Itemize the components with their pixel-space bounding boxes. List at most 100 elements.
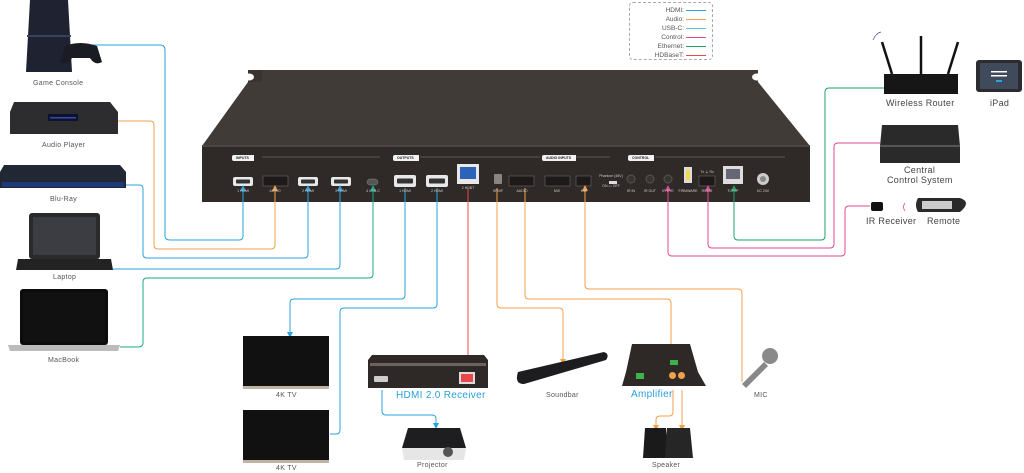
label-speaker: Speaker xyxy=(652,462,681,469)
legend-item-ethernet: Ethernet: xyxy=(658,42,706,50)
label-ipad: iPad xyxy=(990,98,1010,108)
legend-item-usbc: USB-C: xyxy=(662,24,706,32)
central-control-system-image xyxy=(880,125,960,163)
legend-label: HDMI: xyxy=(665,6,684,14)
legend-swatch xyxy=(686,9,706,11)
port-in-usbc xyxy=(366,178,379,186)
cable-ir-receiver xyxy=(665,185,870,257)
label-laptop: Laptop xyxy=(53,274,77,281)
remote-image xyxy=(916,198,966,212)
label-mic: MIC xyxy=(754,392,768,399)
laptop-image xyxy=(16,213,113,270)
cable-macbook-usbc xyxy=(120,185,376,348)
legend-swatch xyxy=(686,18,706,20)
port-label: ON ▭ OFF xyxy=(602,184,620,188)
amplifier-image xyxy=(622,344,706,386)
cable-game-console-hdmi xyxy=(75,44,246,241)
label-soundbar: Soundbar xyxy=(546,392,579,399)
cable-out1-tv1 xyxy=(287,188,406,338)
section-inputs-label: INPUTS xyxy=(232,155,254,161)
rack-ear-hole-left xyxy=(244,73,254,81)
label-remote: Remote xyxy=(927,216,961,226)
cable-tcpip-router xyxy=(731,87,884,241)
section-outputs-label: OUTPUTS xyxy=(393,155,419,161)
label-projector: Projector xyxy=(417,462,448,469)
legend-swatch xyxy=(686,45,706,47)
label-ccs-line2: Control System xyxy=(887,175,953,185)
legend-swatch xyxy=(686,54,706,56)
port-label: Phantom (48V) xyxy=(599,174,623,178)
label-hdmi-receiver: HDMI 2.0 Receiver xyxy=(396,390,486,401)
soundbar-image xyxy=(516,352,608,384)
hdmi-receiver-image xyxy=(368,355,488,388)
legend-label: Ethernet: xyxy=(657,42,684,50)
port-label: AUDIO xyxy=(516,189,528,193)
legend-swatch xyxy=(686,36,706,38)
port-label: SPDIF xyxy=(492,189,504,193)
port-label: IR IN xyxy=(627,189,635,193)
ipad-image xyxy=(976,60,1022,92)
label-router: Wireless Router xyxy=(886,98,955,108)
label-ir-receiver: IR Receiver xyxy=(866,216,917,226)
label-bluray: Blu-Ray xyxy=(50,196,77,203)
port-label: FIRMWARE xyxy=(678,189,698,193)
port-ir-out xyxy=(645,174,655,184)
port-spdif xyxy=(494,174,502,184)
cable-rs232-ccs xyxy=(705,142,880,249)
port-rs232 xyxy=(698,175,716,187)
phantom-switch xyxy=(609,181,617,184)
port-label: AUDIO xyxy=(269,189,281,193)
section-audio-inputs-label: AUDIO INPUTS xyxy=(542,155,577,161)
speaker-image xyxy=(643,428,693,458)
port-label: IR OUT xyxy=(644,189,656,193)
cable-mic xyxy=(582,185,743,382)
port-label: 1 HDMI xyxy=(399,189,411,193)
projector-image xyxy=(402,428,466,460)
port-label: 2 HDBT xyxy=(461,186,475,190)
port-label: 1 HDMI xyxy=(237,189,249,193)
port-out-audio xyxy=(508,175,535,187)
macbook-image xyxy=(8,289,120,351)
section-control-label: CONTROL xyxy=(628,155,655,161)
port-mic xyxy=(575,175,592,187)
cable-bluray-hdmi xyxy=(126,184,311,259)
legend-item-hdmi: HDMI: xyxy=(666,6,706,14)
rack-ear-hole-right xyxy=(752,73,762,81)
port-label: 3 HDMI xyxy=(335,189,347,193)
legend-label: USB-C: xyxy=(661,24,684,32)
legend-swatch xyxy=(686,27,706,29)
label-amplifier: Amplifier xyxy=(631,389,673,400)
port-ir-eye xyxy=(663,174,673,184)
label-tv2: 4K TV xyxy=(276,465,297,472)
tv2-image xyxy=(243,410,329,463)
port-label: 2 HDMI xyxy=(302,189,314,193)
label-ccs-line1: Central xyxy=(904,165,936,175)
ir-receiver-image xyxy=(871,202,906,212)
label-tv1: 4K TV xyxy=(276,392,297,399)
mic-image xyxy=(742,348,778,388)
matrix-switcher xyxy=(202,70,810,202)
game-console-image xyxy=(26,0,102,72)
cables xyxy=(75,44,884,435)
port-label: TCP/IP xyxy=(727,189,739,193)
port-label: Tx ⏚ Rx xyxy=(700,170,714,174)
chassis-top xyxy=(202,70,810,146)
legend-label: Control: xyxy=(661,33,684,41)
label-game-console: Game Console xyxy=(33,80,84,87)
legend: HDMI: Audio: USB-C: Control: Ethernet: H… xyxy=(629,2,713,60)
legend-item-hdbaset: HDBaseT: xyxy=(655,51,706,59)
port-mix xyxy=(544,175,571,187)
cable-audio-amplifier xyxy=(524,188,672,368)
rear-panel xyxy=(202,145,810,202)
label-macbook: MacBook xyxy=(48,357,80,364)
cable-audio-player xyxy=(117,120,278,250)
port-label: 2 HDMI xyxy=(431,189,443,193)
bluray-image xyxy=(0,165,126,188)
port-label: 4 USB-C xyxy=(366,189,380,193)
cable-receiver-projector xyxy=(381,390,439,429)
legend-item-audio: Audio: xyxy=(666,15,706,23)
port-label: MIC xyxy=(580,189,588,193)
tv1-image xyxy=(243,336,329,389)
